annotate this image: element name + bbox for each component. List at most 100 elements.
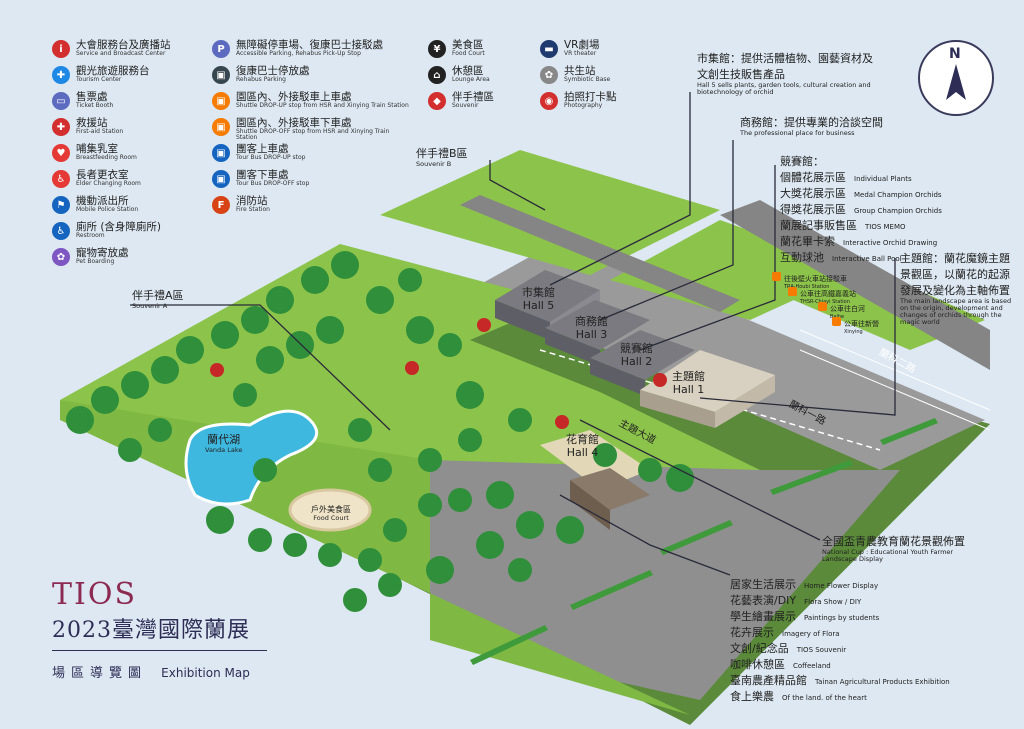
legend-label-en: First-aid Station bbox=[76, 128, 124, 136]
elder-icon: ♿ bbox=[52, 170, 70, 188]
first-aid-icon: ✚ bbox=[52, 118, 70, 136]
hall-4-item-en: Paintings by students bbox=[804, 614, 880, 622]
food-icon: ¥ bbox=[428, 40, 446, 58]
callout-national-cup: 全國盃青農教育蘭花景觀佈置 National Cup : Educational… bbox=[822, 533, 965, 563]
vanda-lake-label: 蘭代湖 Vanda Lake bbox=[205, 431, 242, 454]
hall-2-item-en: Group Champion Orchids bbox=[854, 207, 942, 215]
legend-label: 消防站 bbox=[236, 195, 268, 207]
souvenir-b-en: Souvenir B bbox=[416, 160, 452, 168]
brand-divider bbox=[52, 650, 267, 651]
legend-label-en: Food Court bbox=[452, 50, 485, 58]
hall-3-label: 商務館 Hall 3 bbox=[575, 315, 608, 341]
bus-stop-zh: 公車往新營 bbox=[844, 320, 879, 328]
legend-label: 園區內、外接駁車下車處 bbox=[236, 117, 352, 129]
pet-icon: ✿ bbox=[52, 248, 70, 266]
hall-4-item-zh: 文創/紀念品 bbox=[730, 642, 789, 655]
legend-label: 廁所 (含身障廁所) bbox=[76, 221, 162, 233]
road-north bbox=[460, 195, 740, 312]
tour-bus-off-icon: ▣ bbox=[212, 170, 230, 188]
callout-hall-1-zh2: 景觀區，以蘭花的起源 bbox=[900, 268, 1010, 281]
legend-label-en: Mobile Police Station bbox=[76, 206, 139, 214]
hall-2-label: 競賽館 Hall 2 bbox=[620, 342, 653, 368]
legend-label: 寵物寄放處 bbox=[76, 247, 129, 259]
legend-label-en: Pet Boarding bbox=[76, 258, 115, 266]
brand-subtitle: 場區導覽圖 Exhibition Map bbox=[52, 662, 250, 681]
hall-2-item-en: Interactive Ball Pool bbox=[832, 255, 902, 263]
photo-pins bbox=[210, 318, 667, 429]
bus-stop-icon bbox=[832, 317, 841, 326]
callout-hall-1-en1: The main landscape area is based bbox=[900, 297, 1012, 305]
hall-2-item-zh: 得獎花展示區 bbox=[780, 203, 846, 216]
souvenir-b-zh: 伴手禮B區 bbox=[416, 147, 468, 160]
hall-1-en: Hall 1 bbox=[672, 383, 705, 397]
callout-hall-5-en1: Hall 5 sells plants, garden tools, cultu… bbox=[697, 81, 871, 89]
legend-label-en: Accessible Parking, Rehabus Pick-Up Stop bbox=[236, 50, 361, 58]
hall-4-item-zh: 食上樂農 bbox=[730, 690, 774, 703]
hall-2-item-en: Individual Plants bbox=[854, 175, 912, 183]
vanda-lake bbox=[184, 409, 319, 506]
lake-zh: 蘭代湖 bbox=[207, 433, 241, 446]
souvenir-a-zh: 伴手禮A區 bbox=[132, 289, 184, 302]
compass-arrow-icon bbox=[946, 64, 966, 100]
legend-label: 共生站 bbox=[564, 65, 596, 77]
tios-logo: TIOS bbox=[52, 577, 138, 612]
hall-3-building bbox=[545, 300, 650, 366]
lower-road bbox=[430, 460, 900, 700]
hall-4-item-zh: 臺南農產精品館 bbox=[730, 674, 807, 687]
callout-hall-5-zh1: 市集館：提供活體植物、園藝資材及 bbox=[697, 52, 873, 65]
vr-icon: ▬ bbox=[540, 40, 558, 58]
compass-north-label: N bbox=[949, 46, 961, 62]
legend-label-en: Fire Station bbox=[236, 206, 270, 214]
hall-5-label: 市集館 Hall 5 bbox=[522, 286, 555, 312]
legend-label-en: Photography bbox=[564, 102, 603, 110]
road-east bbox=[720, 200, 990, 370]
bus-stop-zh: 公車往白河 bbox=[830, 305, 865, 313]
national-cup-en2: Landscape Display bbox=[822, 555, 883, 564]
hall-5-en: Hall 5 bbox=[522, 299, 555, 313]
hall-4-item: 文創/紀念品 TIOS Souvenir bbox=[730, 640, 950, 656]
bus-stop-zh: 往後壁火車站接駁車 bbox=[784, 275, 847, 283]
police-icon: ⚑ bbox=[52, 196, 70, 214]
hall-4-item-en: TIOS Souvenir bbox=[796, 646, 847, 654]
callout-hall-2-title: 競賽館： bbox=[780, 155, 824, 168]
legend-label-en: Breastfeeding Room bbox=[76, 154, 137, 162]
legend-label-en: Symbiotic Base bbox=[564, 76, 611, 84]
hall-5-zh: 市集館 bbox=[522, 286, 555, 299]
info-icon: i bbox=[52, 40, 70, 58]
legend-label-en: Ticket Booth bbox=[76, 102, 114, 110]
legend-label: 售票處 bbox=[76, 91, 108, 103]
hall-4-item-zh: 咖啡休憩區 bbox=[730, 658, 785, 671]
callout-hall-1-en2: on the origin, development and bbox=[900, 304, 1003, 313]
callout-hall-1-en4: magic world bbox=[900, 318, 940, 327]
hall-2-item-en: Medal Champion Orchids bbox=[854, 191, 942, 199]
ticket-icon: ▭ bbox=[52, 92, 70, 110]
callout-hall-1-zh3: 發展及變化為主軸佈置 bbox=[900, 284, 1010, 297]
callout-hall-1-zh1: 主題館：蘭花魔鏡主題 bbox=[900, 252, 1010, 265]
hall-4-item-zh: 居家生活展示 bbox=[730, 578, 796, 591]
bus-stop-icon bbox=[788, 287, 797, 296]
hall-2-item-en: Interactive Orchid Drawing bbox=[843, 239, 938, 247]
leader-lines bbox=[130, 92, 896, 576]
legend-label-en: Tour Bus DROP-UP stop bbox=[236, 154, 306, 162]
brand-subtitle-en: Exhibition Map bbox=[161, 666, 250, 680]
hall-3-zh: 商務館 bbox=[575, 315, 608, 328]
